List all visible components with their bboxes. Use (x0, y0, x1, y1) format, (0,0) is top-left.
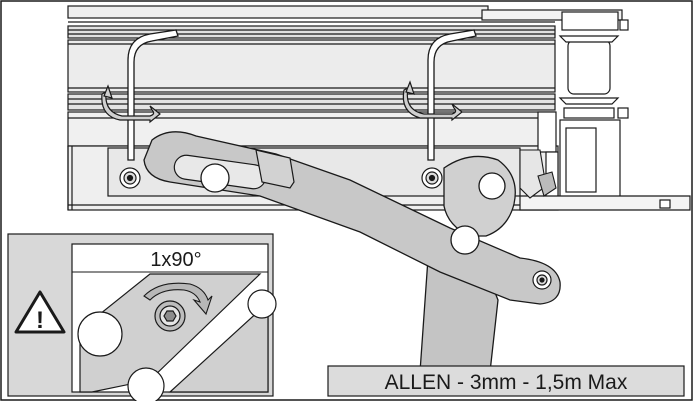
inset-hole-left (77, 311, 123, 357)
screw-right (421, 167, 443, 189)
latch-part (519, 149, 547, 199)
tool-spec-box (327, 365, 685, 397)
end-screw (532, 270, 552, 290)
warning-symbol: ! (36, 307, 44, 334)
detail-inset: 1x90° ! (7, 233, 277, 401)
frame-section-profile (481, 9, 691, 211)
hex-screw-icon (154, 300, 186, 332)
rotation-arrow-icon-left (101, 84, 161, 124)
rotation-arrow-icon (143, 282, 213, 316)
arm-pivot-middle (450, 225, 480, 255)
latch-hook (537, 171, 557, 197)
tool-spec-label: ALLEN - 3mm - 1,5m Max (385, 371, 628, 394)
bracket-pivot (478, 172, 506, 200)
inset-hole-right (247, 289, 277, 319)
inset-hole-bottom (127, 367, 165, 401)
rotation-label: 1x90° (150, 249, 201, 271)
rotation-arrow-icon-right (402, 80, 463, 122)
screw-left (119, 167, 141, 189)
allen-key-left (127, 29, 179, 161)
hinge-bracket (443, 155, 516, 237)
warning-triangle-icon: ! (14, 290, 66, 334)
allen-key-right (427, 29, 477, 161)
arm-pivot-left (200, 163, 230, 193)
hinge-arm-upper (255, 149, 295, 189)
